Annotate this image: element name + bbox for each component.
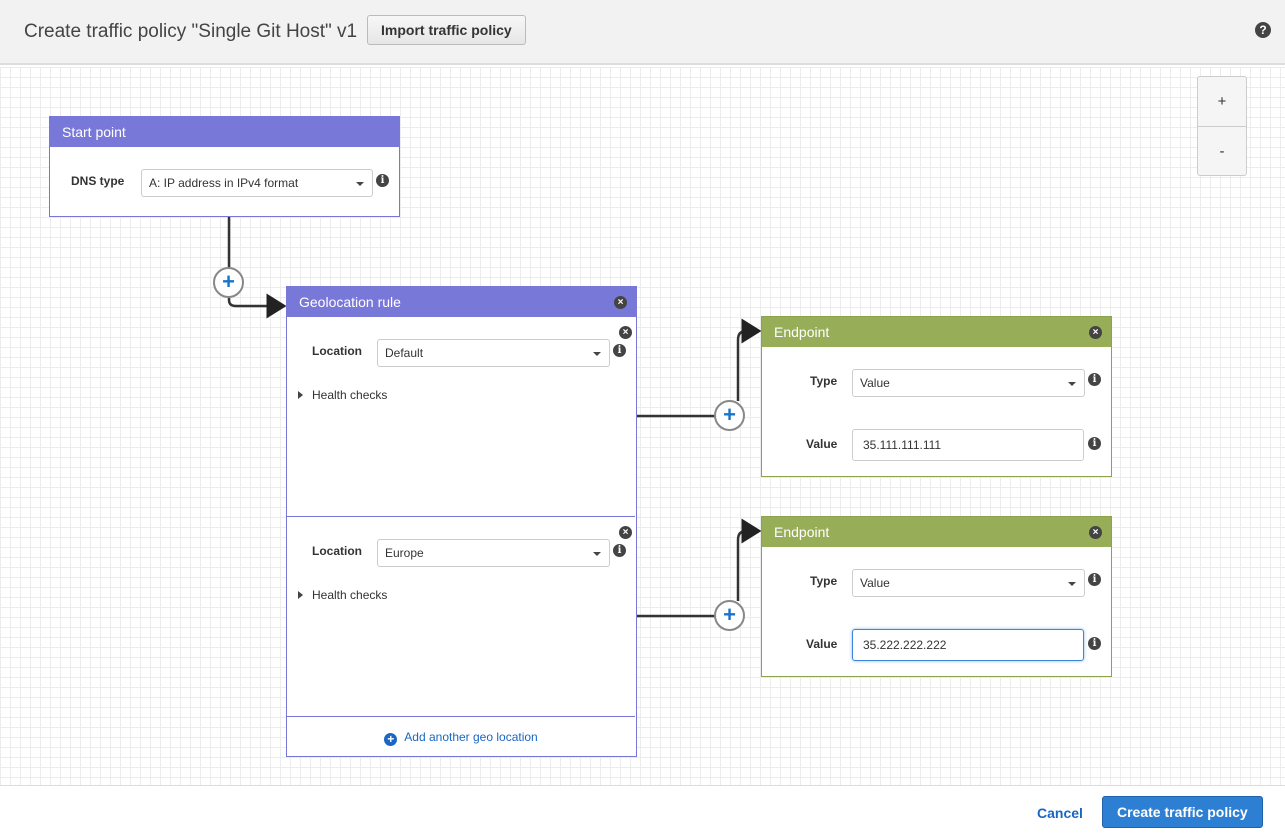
location-value: Default [385, 346, 424, 360]
type-select[interactable]: Value [852, 369, 1085, 397]
dns-type-value: A: IP address in IPv4 format [149, 176, 299, 190]
endpoint-title-text: Endpoint [774, 324, 830, 340]
info-icon[interactable]: i [613, 344, 626, 357]
import-traffic-policy-button[interactable]: Import traffic policy [367, 15, 526, 45]
info-icon[interactable]: i [376, 174, 389, 187]
endpoint-title-text: Endpoint [774, 524, 830, 540]
close-icon[interactable]: × [1089, 526, 1102, 539]
info-icon[interactable]: i [613, 544, 626, 557]
location-label: Location [312, 344, 362, 358]
type-value: Value [860, 376, 890, 390]
help-icon[interactable]: ? [1255, 22, 1271, 38]
remove-rule-icon[interactable]: × [619, 526, 632, 539]
info-icon[interactable]: i [1088, 637, 1101, 650]
type-value: Value [860, 576, 890, 590]
add-node-button[interactable]: + [714, 600, 745, 631]
chevron-down-icon [1068, 382, 1076, 386]
close-icon[interactable]: × [1089, 326, 1102, 339]
type-select[interactable]: Value [852, 569, 1085, 597]
remove-rule-icon[interactable]: × [619, 326, 632, 339]
caret-right-icon [298, 391, 303, 399]
chevron-down-icon [593, 552, 601, 556]
health-checks-label: Health checks [312, 588, 388, 602]
geolocation-rule-title-text: Geolocation rule [299, 294, 401, 310]
value-input[interactable]: 35.222.222.222 [852, 629, 1084, 661]
connector-rule1-to-endpoint1 [636, 331, 759, 418]
add-geo-location-label: Add another geo location [404, 730, 538, 744]
zoom-out-button[interactable]: - [1198, 126, 1246, 175]
type-label: Type [810, 574, 838, 588]
geolocation-rule-title: Geolocation rule × [287, 287, 636, 317]
info-icon[interactable]: i [1088, 373, 1101, 386]
page-footer: Cancel Create traffic policy [0, 785, 1285, 838]
health-checks-toggle[interactable]: Health checks [298, 388, 387, 402]
location-select[interactable]: Default [377, 339, 610, 367]
location-label: Location [312, 544, 362, 558]
zoom-controls: + - [1197, 76, 1247, 176]
geolocation-rule-box: Geolocation rule × × Location Default i H… [286, 286, 637, 757]
dns-type-select[interactable]: A: IP address in IPv4 format [141, 169, 373, 197]
dns-type-label: DNS type [71, 174, 125, 188]
value-input[interactable]: 35.111.111.111 [852, 429, 1084, 461]
connector-start-to-geo [227, 216, 284, 306]
endpoint-box: Endpoint × Type Value i Value 35.222.222.… [761, 516, 1112, 677]
add-geo-location-link[interactable]: + Add another geo location [287, 716, 635, 756]
info-icon[interactable]: i [1088, 573, 1101, 586]
close-icon[interactable]: × [614, 296, 627, 309]
endpoint-box: Endpoint × Type Value i Value 35.111.111.… [761, 316, 1112, 477]
chevron-down-icon [1068, 582, 1076, 586]
location-select[interactable]: Europe [377, 539, 610, 567]
zoom-in-button[interactable]: + [1198, 77, 1246, 126]
geo-rule-default: × Location Default i Health checks [287, 317, 635, 517]
connector-rule2-to-endpoint2 [636, 531, 759, 618]
info-icon[interactable]: i [1088, 437, 1101, 450]
value-label: Value [806, 637, 838, 651]
endpoint-title: Endpoint × [762, 517, 1111, 547]
page-header: Create traffic policy "Single Git Host" … [0, 0, 1285, 65]
page-title: Create traffic policy "Single Git Host" … [24, 21, 358, 42]
create-traffic-policy-button[interactable]: Create traffic policy [1102, 796, 1263, 828]
health-checks-toggle[interactable]: Health checks [298, 588, 387, 602]
chevron-down-icon [593, 352, 601, 356]
start-point-title: Start point [50, 117, 399, 147]
health-checks-label: Health checks [312, 388, 388, 402]
location-value: Europe [385, 546, 424, 560]
add-node-button[interactable]: + [714, 400, 745, 431]
geo-rule-europe: × Location Europe i Health checks [287, 516, 635, 716]
start-point-box: Start point DNS type A: IP address in IP… [49, 116, 400, 217]
plus-circle-icon: + [384, 733, 398, 746]
chevron-down-icon [356, 182, 364, 186]
caret-right-icon [298, 591, 303, 599]
add-node-button[interactable]: + [213, 267, 244, 298]
value-label: Value [806, 437, 838, 451]
cancel-button[interactable]: Cancel [1037, 805, 1083, 821]
endpoint-title: Endpoint × [762, 317, 1111, 347]
type-label: Type [810, 374, 838, 388]
